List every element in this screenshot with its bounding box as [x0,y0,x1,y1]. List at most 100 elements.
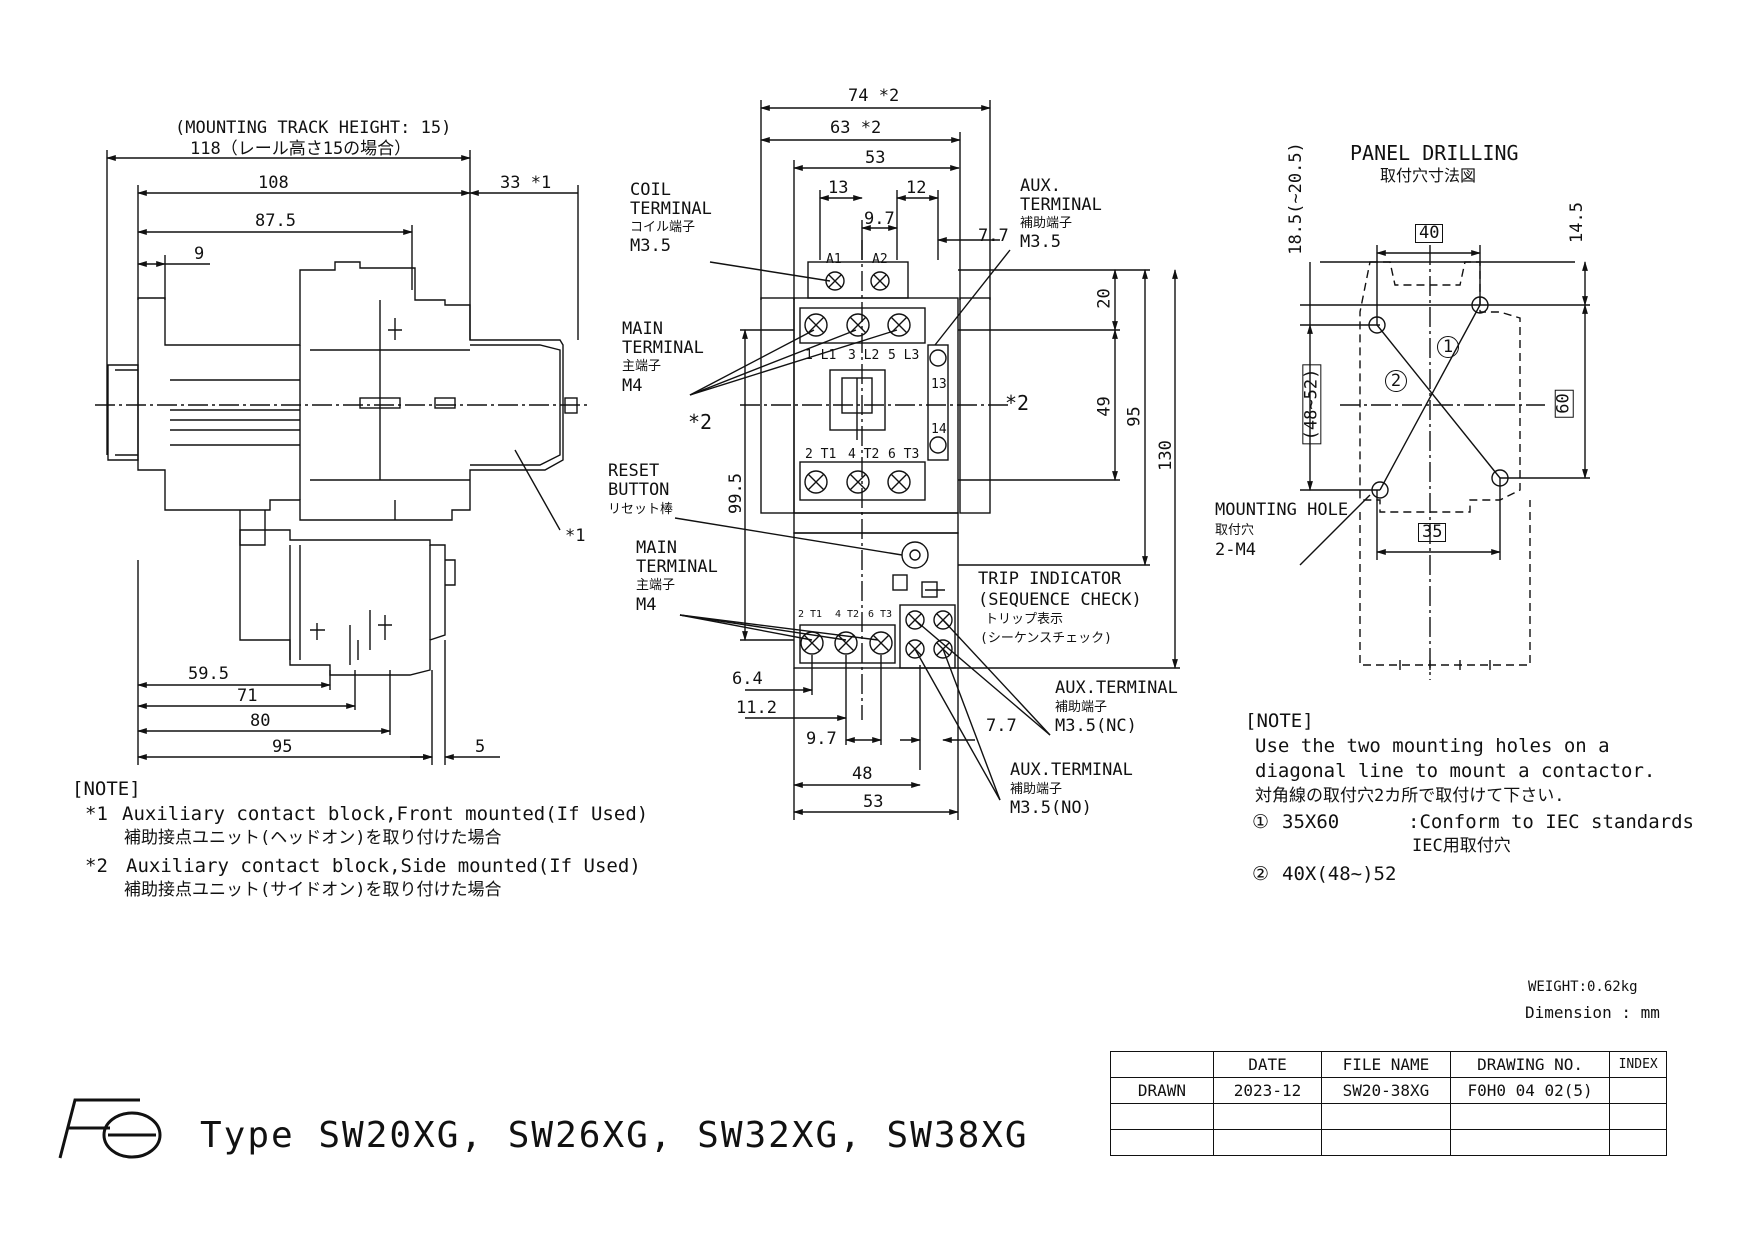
side-view-drawing [95,150,590,765]
terminal-a1: A1 [826,252,842,267]
callout-line: AUX. [1020,176,1061,196]
dim-9: 9 [194,244,205,264]
callout-line: 補助端子 [1020,216,1073,231]
dim-7-7-bottom: 7.7 [986,716,1017,736]
dim-5: 5 [475,737,486,757]
weight-label: WEIGHT:0.62kg [1528,979,1638,995]
panel-drilling-drawing [1299,245,1590,680]
dim-12: 12 [906,178,927,198]
dim-53-bottom: 53 [863,792,884,812]
dim-95-side: 95 [272,737,293,757]
empty-cell [1110,1103,1214,1130]
dim-40: 40 [1415,224,1444,243]
ol-terminal-4t2: 4 T2 [835,609,860,620]
callout-line: (シーケンスチェック) [980,631,1113,646]
option-2-number: ② [1252,863,1270,885]
header-cell: INDEX [1609,1051,1667,1078]
callout-line: TERMINAL [636,557,718,577]
title-block-empty-row [1110,1129,1667,1156]
cell-date: 2023-12 [1212,1077,1323,1104]
dim-63: 63 *2 [830,118,882,138]
note-line-2: diagonal line to mount a contactor. [1255,760,1656,782]
dim-118: 118（レール高さ15の場合） [190,139,412,159]
empty-cell [1449,1103,1611,1130]
mounting-track-height-label: (MOUNTING TRACK HEIGHT: 15) [175,118,452,138]
note-line-3: 対角線の取付穴2カ所で取付けて下さい. [1255,786,1565,806]
cell-file-name: SW20-38XG [1321,1077,1451,1104]
dim-87-5: 87.5 [255,211,296,231]
callout-line: コイル端子 [630,220,696,235]
note-2-text: Auxiliary contact block,Side mounted(If … [126,855,641,877]
callout-line: M3.5 [1020,232,1061,252]
callout-line: BUTTON [608,480,670,500]
dim-95-front: 95 [1124,406,1145,427]
terminal-4t2: 4 T2 [848,447,880,462]
header-cell: DRAWING NO. [1449,1051,1611,1078]
title-block-empty-row [1110,1103,1667,1130]
dim-6-4: 6.4 [732,669,763,689]
callout-line: 補助端子 [1010,782,1063,797]
note-heading: [NOTE] [72,778,141,800]
dimension-unit-label: Dimension : mm [1525,1003,1660,1022]
fe-logo [58,1098,162,1159]
callout-line: TERMINAL [1020,195,1102,215]
dim-48: 48 [852,764,873,784]
dim-9-7-bottom: 9.7 [806,729,837,749]
callout-line: MOUNTING HOLE [1215,500,1349,520]
dim-53-top: 53 [865,148,886,168]
dim-9-7-top: 9.7 [864,209,895,229]
dim-13: 13 [828,178,849,198]
empty-cell [1212,1103,1323,1130]
note-2-jp: 補助接点ユニット(サイドオン)を取り付けた場合 [124,880,502,900]
empty-cell [1449,1129,1611,1156]
empty-cell [1110,1129,1214,1156]
dim-20: 20 [1094,288,1115,309]
panel-drilling-title-jp: 取付穴寸法図 [1380,166,1477,185]
terminal-5l3: 5 L3 [888,348,920,363]
callout-line: MAIN [622,319,663,339]
terminal-2t1: 2 T1 [805,447,837,462]
empty-cell [1321,1103,1451,1130]
callout-line: COIL [630,180,671,200]
logo-text: Fe [60,1095,61,1096]
dim-59-5: 59.5 [188,664,229,684]
callout-line: M4 [622,376,643,396]
circle-marker-1: 1 [1437,336,1459,358]
note-heading: [NOTE] [1245,710,1314,732]
dim-108: 108 [258,173,289,193]
callout-line: 2-M4 [1215,540,1256,560]
dim-80: 80 [250,711,271,731]
empty-cell [1212,1129,1323,1156]
dim-48-52: (48~52) [1301,364,1322,445]
header-cell: FILE NAME [1321,1051,1451,1078]
note-1-jp: 補助接点ユニット(ヘッドオン)を取り付けた場合 [124,828,502,848]
callout-line: TRIP INDICATOR [978,569,1122,589]
terminal-6t3: 6 T3 [888,447,920,462]
dim-11-2: 11.2 [736,698,777,718]
option-1-description: :Conform to IEC standards [1408,811,1694,833]
dim-49: 49 [1094,396,1115,417]
terminal-13: 13 [931,377,947,392]
callout-line: 取付穴 [1215,523,1255,538]
option-1-description-jp: IEC用取付穴 [1412,836,1511,856]
dim-14-5: 14.5 [1566,202,1587,243]
note-mark-star2-right: *2 [1005,391,1030,415]
cell-drawn: DRAWN [1110,1077,1214,1104]
callout-line: TERMINAL [630,199,712,219]
empty-cell [1321,1129,1451,1156]
cell-index [1609,1077,1667,1104]
callout-line: トリップ表示 [985,612,1064,627]
note-1-mark: *1 [85,803,108,825]
note-mark-star1: *1 [565,526,586,546]
empty-cell [1609,1103,1667,1130]
option-1-value: 35X60 [1282,811,1340,833]
note-mark-star2-left: *2 [688,410,713,434]
header-cell: DATE [1212,1051,1323,1078]
title-block-table: DATE FILE NAME DRAWING NO. INDEX DRAWN 2… [1110,1051,1667,1156]
front-view-drawing [674,100,1180,820]
callout-line: M4 [636,595,657,615]
terminal-3l2: 3 L2 [848,348,880,363]
cell-drawing-no: F0H0 04 02(5) [1449,1077,1611,1104]
